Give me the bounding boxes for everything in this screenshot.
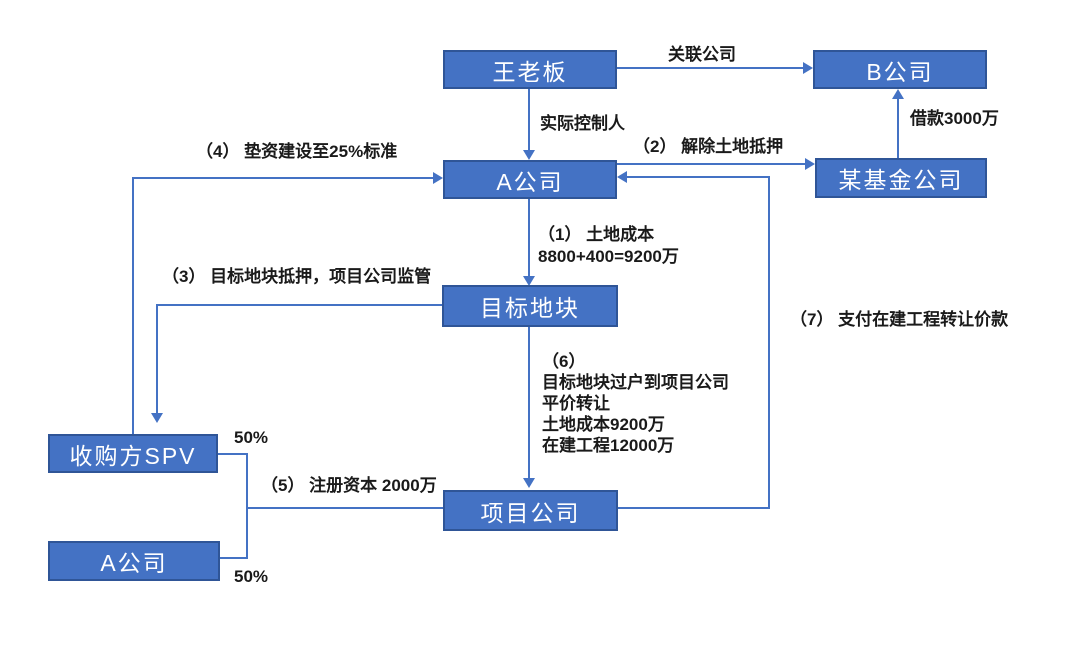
node-fund-company: 某基金公司 — [815, 158, 987, 198]
node-company-a-bottom: A公司 — [48, 541, 220, 581]
node-project-company-label: 项目公司 — [480, 499, 581, 526]
connector-affiliate-line — [617, 67, 803, 69]
connector-step2-line — [617, 163, 805, 165]
label-step6: （6） 目标地块过户到项目公司 平价转让 土地成本9200万 在建工程12000… — [542, 351, 729, 456]
label-step7: （7） 支付在建工程转让价款 — [790, 310, 1009, 329]
node-fund-company-label: 某基金公司 — [838, 167, 964, 193]
label-step3: （3） 目标地块抵押，项目公司监管 — [162, 267, 432, 286]
label-percent-top: 50% — [234, 428, 269, 447]
node-boss-wang: 王老板 — [443, 50, 617, 89]
node-boss-wang-label: 王老板 — [492, 58, 568, 85]
node-company-a-bottom-label: A公司 — [100, 550, 168, 576]
label-step1: （1） 土地成本 8800+400=9200万 — [538, 224, 679, 268]
arrowhead-controller-icon — [523, 150, 535, 160]
arrowhead-step4-icon — [433, 172, 443, 184]
node-company-b: B公司 — [813, 50, 987, 89]
label-step2: （2） 解除土地抵押 — [633, 137, 784, 156]
arrowhead-loan-icon — [892, 89, 904, 99]
connector-controller-line — [528, 89, 530, 150]
node-target-land-label: 目标地块 — [480, 295, 580, 321]
label-loan: 借款3000万 — [910, 109, 999, 128]
node-company-b-label: B公司 — [866, 58, 934, 85]
connector-step7-line-top — [627, 176, 770, 178]
node-company-a: A公司 — [443, 160, 617, 199]
connector-step4-line-vertical — [132, 177, 134, 434]
node-acquirer-spv: 收购方SPV — [48, 434, 218, 473]
arrowhead-affiliate-icon — [803, 62, 813, 74]
label-controller: 实际控制人 — [540, 114, 625, 133]
label-step6-line3: 平价转让 — [542, 394, 610, 413]
label-step6-line2: 目标地块过户到项目公司 — [542, 373, 729, 392]
label-percent-bottom: 50% — [234, 567, 269, 586]
connector-loan-line — [897, 99, 899, 158]
connector-step5-bracket-bottom — [218, 557, 248, 559]
arrowhead-step6-icon — [523, 478, 535, 488]
connector-step7-line-bottom — [618, 507, 770, 509]
label-step6-line1: （6） — [542, 352, 586, 371]
connector-step5-line — [246, 507, 443, 509]
connector-step5-bracket-top — [218, 453, 248, 455]
arrowhead-step1-icon — [523, 276, 535, 286]
label-step1-line2: 8800+400=9200万 — [538, 247, 679, 266]
node-target-land: 目标地块 — [442, 285, 618, 327]
label-affiliate: 关联公司 — [668, 45, 736, 64]
connector-step3-line-vertical — [156, 304, 158, 414]
connector-step6-line — [528, 327, 530, 478]
label-step1-line1: （1） 土地成本 — [538, 225, 655, 244]
arrowhead-step7-icon — [617, 171, 627, 183]
arrowhead-step3-icon — [151, 413, 163, 423]
label-step4: （4） 垫资建设至25%标准 — [196, 142, 398, 161]
arrowhead-step2-icon — [805, 158, 815, 170]
connector-step5-bracket-vertical — [246, 453, 248, 559]
connector-step3-line-horizontal — [156, 304, 443, 306]
label-step6-line5: 在建工程12000万 — [542, 436, 675, 455]
label-step6-line4: 土地成本9200万 — [542, 415, 665, 434]
node-project-company: 项目公司 — [443, 490, 618, 531]
node-acquirer-spv-label: 收购方SPV — [69, 442, 197, 469]
connector-step1-line — [528, 199, 530, 278]
node-company-a-label: A公司 — [496, 168, 564, 195]
label-step5: （5） 注册资本 2000万 — [261, 476, 437, 495]
connector-step7-line-vertical — [768, 176, 770, 509]
connector-step4-line-horizontal — [132, 177, 433, 179]
